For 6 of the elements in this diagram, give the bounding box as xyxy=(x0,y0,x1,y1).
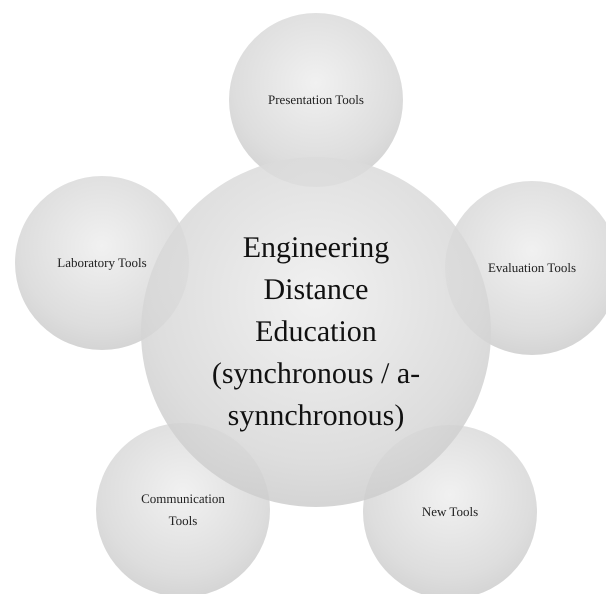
topic-label: Evaluation Tools xyxy=(486,259,578,277)
central-label: Engineering Distance Education (synchronous / a-synnchronous) xyxy=(210,230,422,434)
topic-label: Communication Tools xyxy=(140,490,226,530)
topic-label: Presentation Tools xyxy=(267,91,365,109)
topic-label: Laboratory Tools xyxy=(56,254,148,272)
topic-label: New Tools xyxy=(420,503,480,521)
